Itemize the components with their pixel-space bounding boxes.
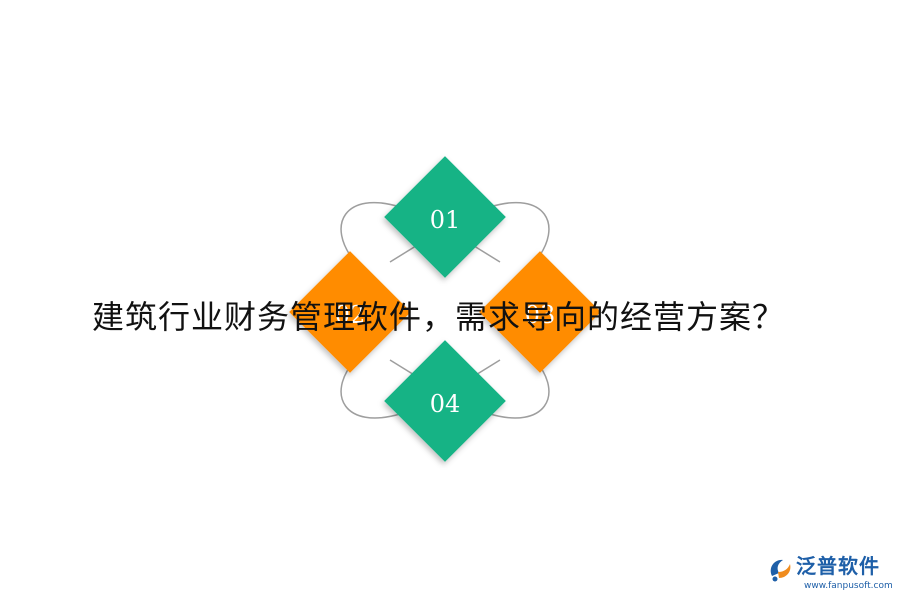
diamond-02-label: 02 [335, 301, 366, 329]
diamond-04-shape [384, 340, 506, 462]
diamond-01-shape [384, 156, 506, 278]
diamond-03: 03 [479, 251, 601, 373]
diamond-04-label: 04 [430, 390, 461, 418]
headline-title: 建筑行业财务管理软件，需求导向的经营方案？ [92, 298, 786, 336]
loop-bottom-right [489, 359, 550, 419]
brand-logo-icon [770, 559, 791, 582]
diamond-01: 01 [384, 156, 506, 278]
brand-logo-url: www.fanpusoft.com [804, 581, 893, 591]
diamond-02-shape [289, 251, 411, 373]
diamond-01-label: 01 [430, 206, 461, 234]
brand-logo-name: 泛普软件 [796, 554, 880, 578]
diamond-02: 02 [289, 251, 411, 373]
brand-logo[interactable]: 泛普软件 www.fanpusoft.com [766, 552, 896, 596]
diamond-03-label: 03 [525, 301, 556, 329]
loop-top-left [340, 201, 401, 263]
diamond-04: 04 [384, 340, 506, 462]
diamond-03-shape [479, 251, 601, 373]
loop-bottom-left [340, 359, 401, 419]
loop-top-right [489, 201, 550, 263]
